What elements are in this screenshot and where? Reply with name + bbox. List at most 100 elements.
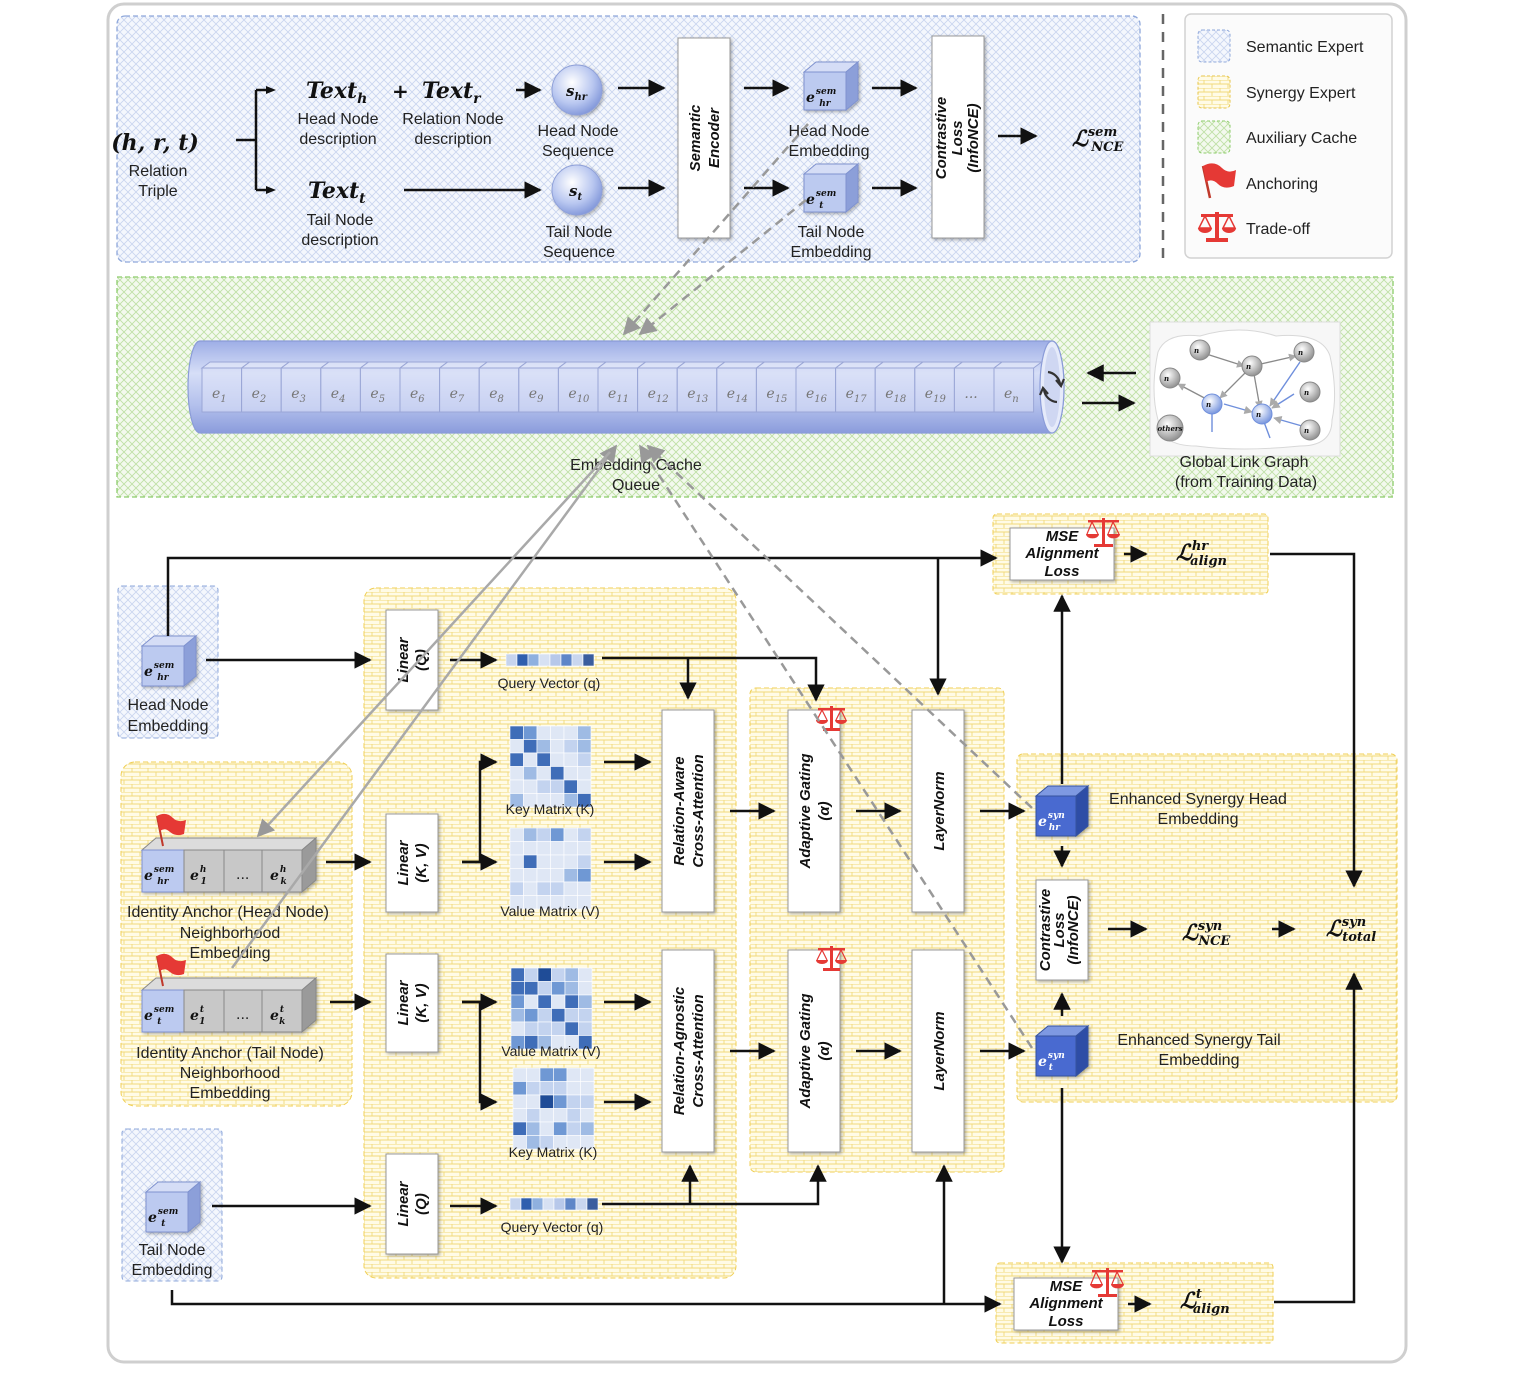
svg-text:Adaptive Gating: Adaptive Gating — [797, 993, 814, 1109]
svg-text:LayerNorm: LayerNorm — [931, 771, 948, 850]
sem-head-emb-1: Head Node — [789, 123, 870, 140]
adaptive-gating-tail: Adaptive Gating (α) — [787, 949, 841, 1153]
key-matrix-head — [509, 725, 592, 808]
flag-icon — [156, 813, 186, 847]
enh-head-2: Embedding — [1158, 811, 1239, 828]
svg-text:Linear: Linear — [395, 839, 412, 885]
svg-text:Relation-Agnostic: Relation-Agnostic — [671, 986, 688, 1115]
text-r: Textr — [422, 78, 482, 107]
svg-text:Loss: Loss — [1051, 912, 1068, 947]
enh-tail-1: Enhanced Synergy Tail — [1117, 1032, 1280, 1049]
svg-text:...: ... — [236, 1006, 249, 1023]
syn-head-cube — [1034, 784, 1090, 838]
cache-cell: e6 — [398, 361, 450, 413]
triple-caption-1: Relation — [129, 163, 188, 180]
syn-tail-emb-1: Tail Node — [139, 1242, 206, 1259]
cache-cell: e14 — [715, 361, 766, 413]
relation-triple: (h, r, t) — [111, 130, 199, 156]
cache-cell: e18 — [873, 361, 925, 413]
anchor-tail-bar — [140, 976, 318, 1034]
cache-caption-2: Queue — [612, 477, 660, 494]
syn-contrastive-loss: Contrastive Loss (InfoNCE) — [1035, 879, 1089, 981]
svg-text:...: ... — [964, 386, 977, 402]
cache-cell: e1 — [200, 361, 252, 413]
svg-text:Encoder: Encoder — [706, 107, 723, 168]
cache-cell: e2 — [240, 361, 291, 413]
value-matrix-head-label: Value Matrix (V) — [500, 903, 599, 919]
svg-text:Loss: Loss — [1048, 1313, 1083, 1330]
query-vector-tail — [509, 1197, 599, 1211]
svg-text:MSE: MSE — [1046, 528, 1080, 545]
legend-synergy: Synergy Expert — [1246, 85, 1356, 102]
key-matrix-tail-label: Key Matrix (K) — [509, 1144, 598, 1160]
rel-desc-1: Relation Node — [402, 111, 504, 128]
syn-tail-emb-2: Embedding — [132, 1262, 213, 1279]
plus-sign: + — [392, 79, 409, 103]
svg-text:Loss: Loss — [949, 120, 966, 155]
svg-text:n: n — [1256, 410, 1261, 419]
enh-tail-2: Embedding — [1159, 1052, 1240, 1069]
value-matrix-head — [509, 827, 592, 910]
triple-caption-2: Triple — [138, 183, 178, 200]
cache-cell: e11 — [596, 361, 648, 413]
legend-tradeoff: Trade-off — [1246, 221, 1311, 238]
text-t: Textt — [308, 178, 366, 207]
svg-text:Cross-Attention: Cross-Attention — [690, 994, 707, 1107]
head-seq-ball — [551, 64, 603, 116]
linear-kv-head: Linear (K, V) — [385, 813, 439, 913]
sem-contrastive-loss — [931, 35, 985, 239]
value-matrix-tail-label: Value Matrix (V) — [501, 1043, 600, 1059]
text-h: Texth — [306, 78, 367, 107]
cache-cell: e16 — [794, 361, 846, 413]
svg-text:eh1: eh1 — [190, 865, 207, 887]
cache-cell: en — [992, 361, 1044, 413]
syn-tail-cube — [1034, 1024, 1090, 1078]
query-vector-head-label: Query Vector (q) — [498, 675, 601, 691]
anchor-head-2: Neighborhood — [180, 925, 281, 942]
cache-cell: e9 — [517, 361, 568, 413]
graph-caption-1: Global Link Graph — [1180, 454, 1309, 471]
svg-text:...: ... — [236, 866, 249, 883]
cache-caption-1: Embedding Cache — [570, 457, 702, 474]
adaptive-gating-head: Adaptive Gating (α) — [787, 709, 841, 913]
svg-text:Alignment: Alignment — [1024, 545, 1099, 562]
svg-text:n: n — [1164, 374, 1169, 383]
scale-icon — [1086, 518, 1120, 547]
legend-synergy-swatch — [1197, 75, 1231, 109]
syn-head-input-cube — [140, 634, 198, 688]
svg-text:n: n — [1304, 426, 1309, 435]
svg-text:etk: etk — [270, 1005, 285, 1027]
sem-tail-emb-2: Embedding — [791, 244, 872, 261]
sem-tail-emb-1: Tail Node — [798, 224, 865, 241]
anchor-tail-1: Identity Anchor (Tail Node) — [136, 1045, 324, 1062]
svg-text:Adaptive Gating: Adaptive Gating — [797, 753, 814, 869]
tail-desc-2: description — [301, 232, 378, 249]
anchor-head-1: Identity Anchor (Head Node) — [127, 904, 329, 921]
sem-head-emb-2: Embedding — [789, 143, 870, 160]
layernorm-tail: LayerNorm — [911, 949, 965, 1153]
tail-seq-1: Tail Node — [546, 224, 613, 241]
syn-tail-input-cube — [144, 1180, 202, 1234]
head-desc-2: description — [299, 131, 376, 148]
svg-text:n: n — [1194, 346, 1199, 355]
svg-text:ehk: ehk — [270, 865, 287, 887]
linear-q-tail: Linear (Q) — [385, 1153, 439, 1255]
cache-cell: e15 — [754, 361, 806, 413]
cache-cell: e4 — [319, 361, 370, 413]
svg-text:Contrastive: Contrastive — [1037, 889, 1054, 972]
tail-sem-cube — [802, 162, 860, 214]
semantic-encoder — [677, 37, 731, 239]
svg-text:Relation-Aware: Relation-Aware — [671, 756, 688, 865]
svg-text:shr: shr — [566, 82, 588, 103]
relation-aware-attention: Relation-Aware Cross-Attention — [661, 709, 715, 913]
linear-kv-tail: Linear (K, V) — [385, 953, 439, 1053]
tail-seq-2: Sequence — [543, 244, 615, 261]
value-matrix-tail — [510, 967, 593, 1050]
cache-cell: e5 — [358, 361, 410, 413]
head-desc-1: Head Node — [298, 111, 379, 128]
key-matrix-tail — [512, 1067, 595, 1150]
